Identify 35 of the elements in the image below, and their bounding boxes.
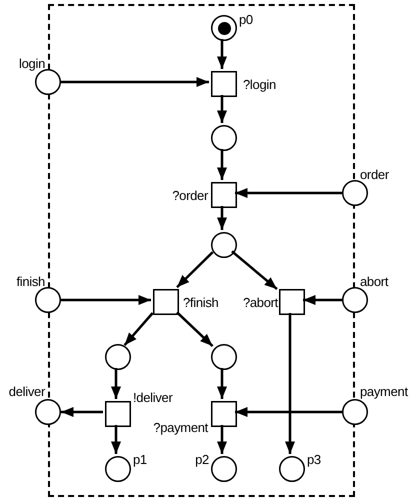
transition-label: ?order — [172, 189, 208, 203]
arc-arrow — [217, 425, 227, 454]
arc-arrow — [176, 311, 214, 347]
arc-arrow — [217, 95, 227, 123]
place-label: p1 — [133, 453, 147, 467]
arc-arrow — [61, 77, 209, 87]
arc-arrow — [235, 188, 342, 198]
place-label: abort — [360, 275, 388, 289]
transition-label: ?abort — [242, 296, 278, 310]
place-label: finish — [16, 275, 45, 289]
arc-arrow — [111, 425, 121, 454]
place-label: p0 — [239, 13, 253, 27]
arc-arrow — [285, 313, 295, 454]
arc-arrow — [217, 39, 227, 69]
place-label: login — [19, 57, 45, 71]
transition-label: ?login — [243, 78, 276, 92]
arc-arrow — [235, 407, 342, 417]
arc-arrow — [176, 251, 214, 288]
arc-arrow — [217, 149, 227, 180]
place-label: order — [360, 168, 389, 182]
place-label: deliver — [8, 385, 45, 399]
arc-arrow — [61, 295, 151, 305]
arc-arrow — [231, 250, 278, 290]
transition-label: !deliver — [133, 391, 173, 405]
place-label: p2 — [195, 453, 209, 467]
arc-arrow — [303, 295, 342, 305]
arc-arrow — [217, 368, 227, 399]
place-label: p3 — [307, 453, 321, 467]
arc-arrow — [217, 206, 227, 230]
arc-arrow — [111, 368, 121, 399]
transition-label: ?payment — [153, 421, 208, 435]
place-label: payment — [360, 385, 408, 399]
arc-arrow — [124, 312, 154, 346]
arc-arrow — [61, 407, 103, 417]
transition-label: ?finish — [183, 296, 218, 310]
